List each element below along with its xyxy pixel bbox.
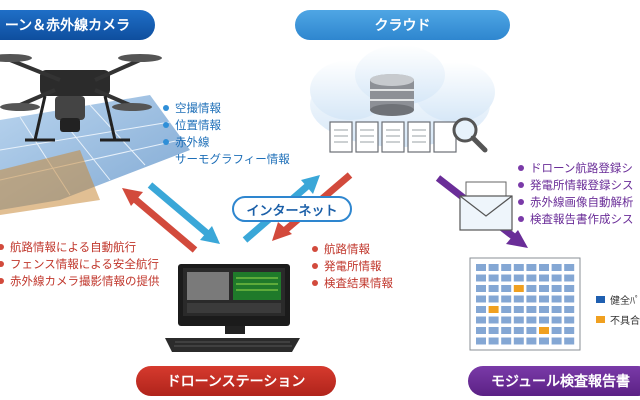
module-cell (526, 296, 536, 303)
module-cell (526, 338, 536, 345)
module-cell (552, 338, 562, 345)
list-item: 発電所情報登録シス (518, 177, 634, 194)
module-cell (489, 296, 499, 303)
module-cell (514, 285, 524, 292)
envelope-icon (460, 182, 512, 230)
module-cell (564, 285, 574, 292)
module-report-label: モジュール検査報告書 (468, 366, 640, 396)
arrow-drone-to-station (150, 185, 220, 244)
list-item: 赤外線カメラ撮影情報の提供 (0, 273, 160, 290)
module-cell (552, 285, 562, 292)
module-cell (539, 264, 549, 271)
module-cell (501, 285, 511, 292)
legend-item-defect: 不具合 (596, 312, 640, 327)
module-cell (564, 327, 574, 334)
module-cell (539, 317, 549, 324)
module-cell (526, 327, 536, 334)
list-item: 検査結果情報 (312, 275, 393, 292)
module-cell (501, 296, 511, 303)
module-cell (501, 327, 511, 334)
module-cell (489, 317, 499, 324)
module-cell (476, 306, 486, 313)
module-cell (564, 306, 574, 313)
module-cell (489, 338, 499, 345)
module-cell (489, 264, 499, 271)
module-cell (526, 317, 536, 324)
list-item: ドローン航路登録シ (518, 160, 634, 177)
module-cell (489, 306, 499, 313)
module-cell (514, 317, 524, 324)
module-cell (552, 264, 562, 271)
module-cell (564, 317, 574, 324)
module-cell (476, 338, 486, 345)
module-cell (539, 275, 549, 282)
module-cell (564, 275, 574, 282)
list-item: 赤外線 (163, 134, 290, 151)
module-cell (539, 285, 549, 292)
module-cell (539, 338, 549, 345)
module-cell (539, 306, 549, 313)
drone-station-label: ドローンステーション (136, 366, 336, 396)
module-cell (526, 306, 536, 313)
cloud-label: クラウド (295, 10, 510, 40)
station-monitor (165, 264, 300, 352)
module-cell (501, 306, 511, 313)
module-cell (526, 264, 536, 271)
module-cell (501, 317, 511, 324)
module-cell (514, 338, 524, 345)
legend-swatch (596, 316, 605, 323)
list-item: 検査報告書作成シス (518, 211, 634, 228)
station-to-drone-list: 航路情報による自動航行 フェンス情報による安全航行 赤外線カメラ撮影情報の提供 (0, 239, 160, 290)
module-cell (552, 306, 562, 313)
legend-item-healthy: 健全ﾊﾟ (596, 292, 640, 307)
module-cell (552, 275, 562, 282)
list-item: 航路情報 (312, 241, 393, 258)
module-cell (564, 338, 574, 345)
module-cell (514, 264, 524, 271)
module-cell (476, 327, 486, 334)
module-cell (501, 338, 511, 345)
drone-camera-label: ーン＆赤外線カメラ (0, 10, 155, 40)
list-item: 発電所情報 (312, 258, 393, 275)
module-cell (564, 296, 574, 303)
module-cell (476, 296, 486, 303)
module-cell (552, 296, 562, 303)
module-cell (564, 264, 574, 271)
module-cell (476, 264, 486, 271)
module-cell (476, 317, 486, 324)
module-cell (489, 275, 499, 282)
module-cell (489, 285, 499, 292)
module-cell (476, 285, 486, 292)
module-cell (501, 264, 511, 271)
internet-label: インターネット (232, 196, 352, 222)
drone-to-cloud-list: 空撮情報 位置情報 赤外線 サーモグラフィー情報 (163, 100, 290, 168)
database-icon (370, 74, 414, 116)
report-document (470, 258, 580, 350)
module-cell (514, 296, 524, 303)
documents-icon (330, 122, 456, 152)
list-item: 位置情報 (163, 117, 290, 134)
list-item: 赤外線画像自動解析 (518, 194, 634, 211)
cloud-services-list: ドローン航路登録シ 発電所情報登録シス 赤外線画像自動解析 検査報告書作成シス (518, 160, 634, 228)
module-cell (526, 275, 536, 282)
module-cell (539, 327, 549, 334)
module-cell (526, 285, 536, 292)
module-cell (501, 275, 511, 282)
legend-swatch (596, 296, 605, 303)
list-item: 航路情報による自動航行 (0, 239, 160, 256)
module-cell (514, 275, 524, 282)
module-cell (476, 275, 486, 282)
module-cell (539, 296, 549, 303)
module-cell (552, 327, 562, 334)
list-item: フェンス情報による安全航行 (0, 256, 160, 273)
module-cell (514, 306, 524, 313)
module-cell (552, 317, 562, 324)
list-item: 空撮情報 (163, 100, 290, 117)
module-cell (514, 327, 524, 334)
list-item: サーモグラフィー情報 (163, 151, 290, 168)
module-cell (489, 327, 499, 334)
cloud-to-station-list: 航路情報 発電所情報 検査結果情報 (312, 241, 393, 292)
